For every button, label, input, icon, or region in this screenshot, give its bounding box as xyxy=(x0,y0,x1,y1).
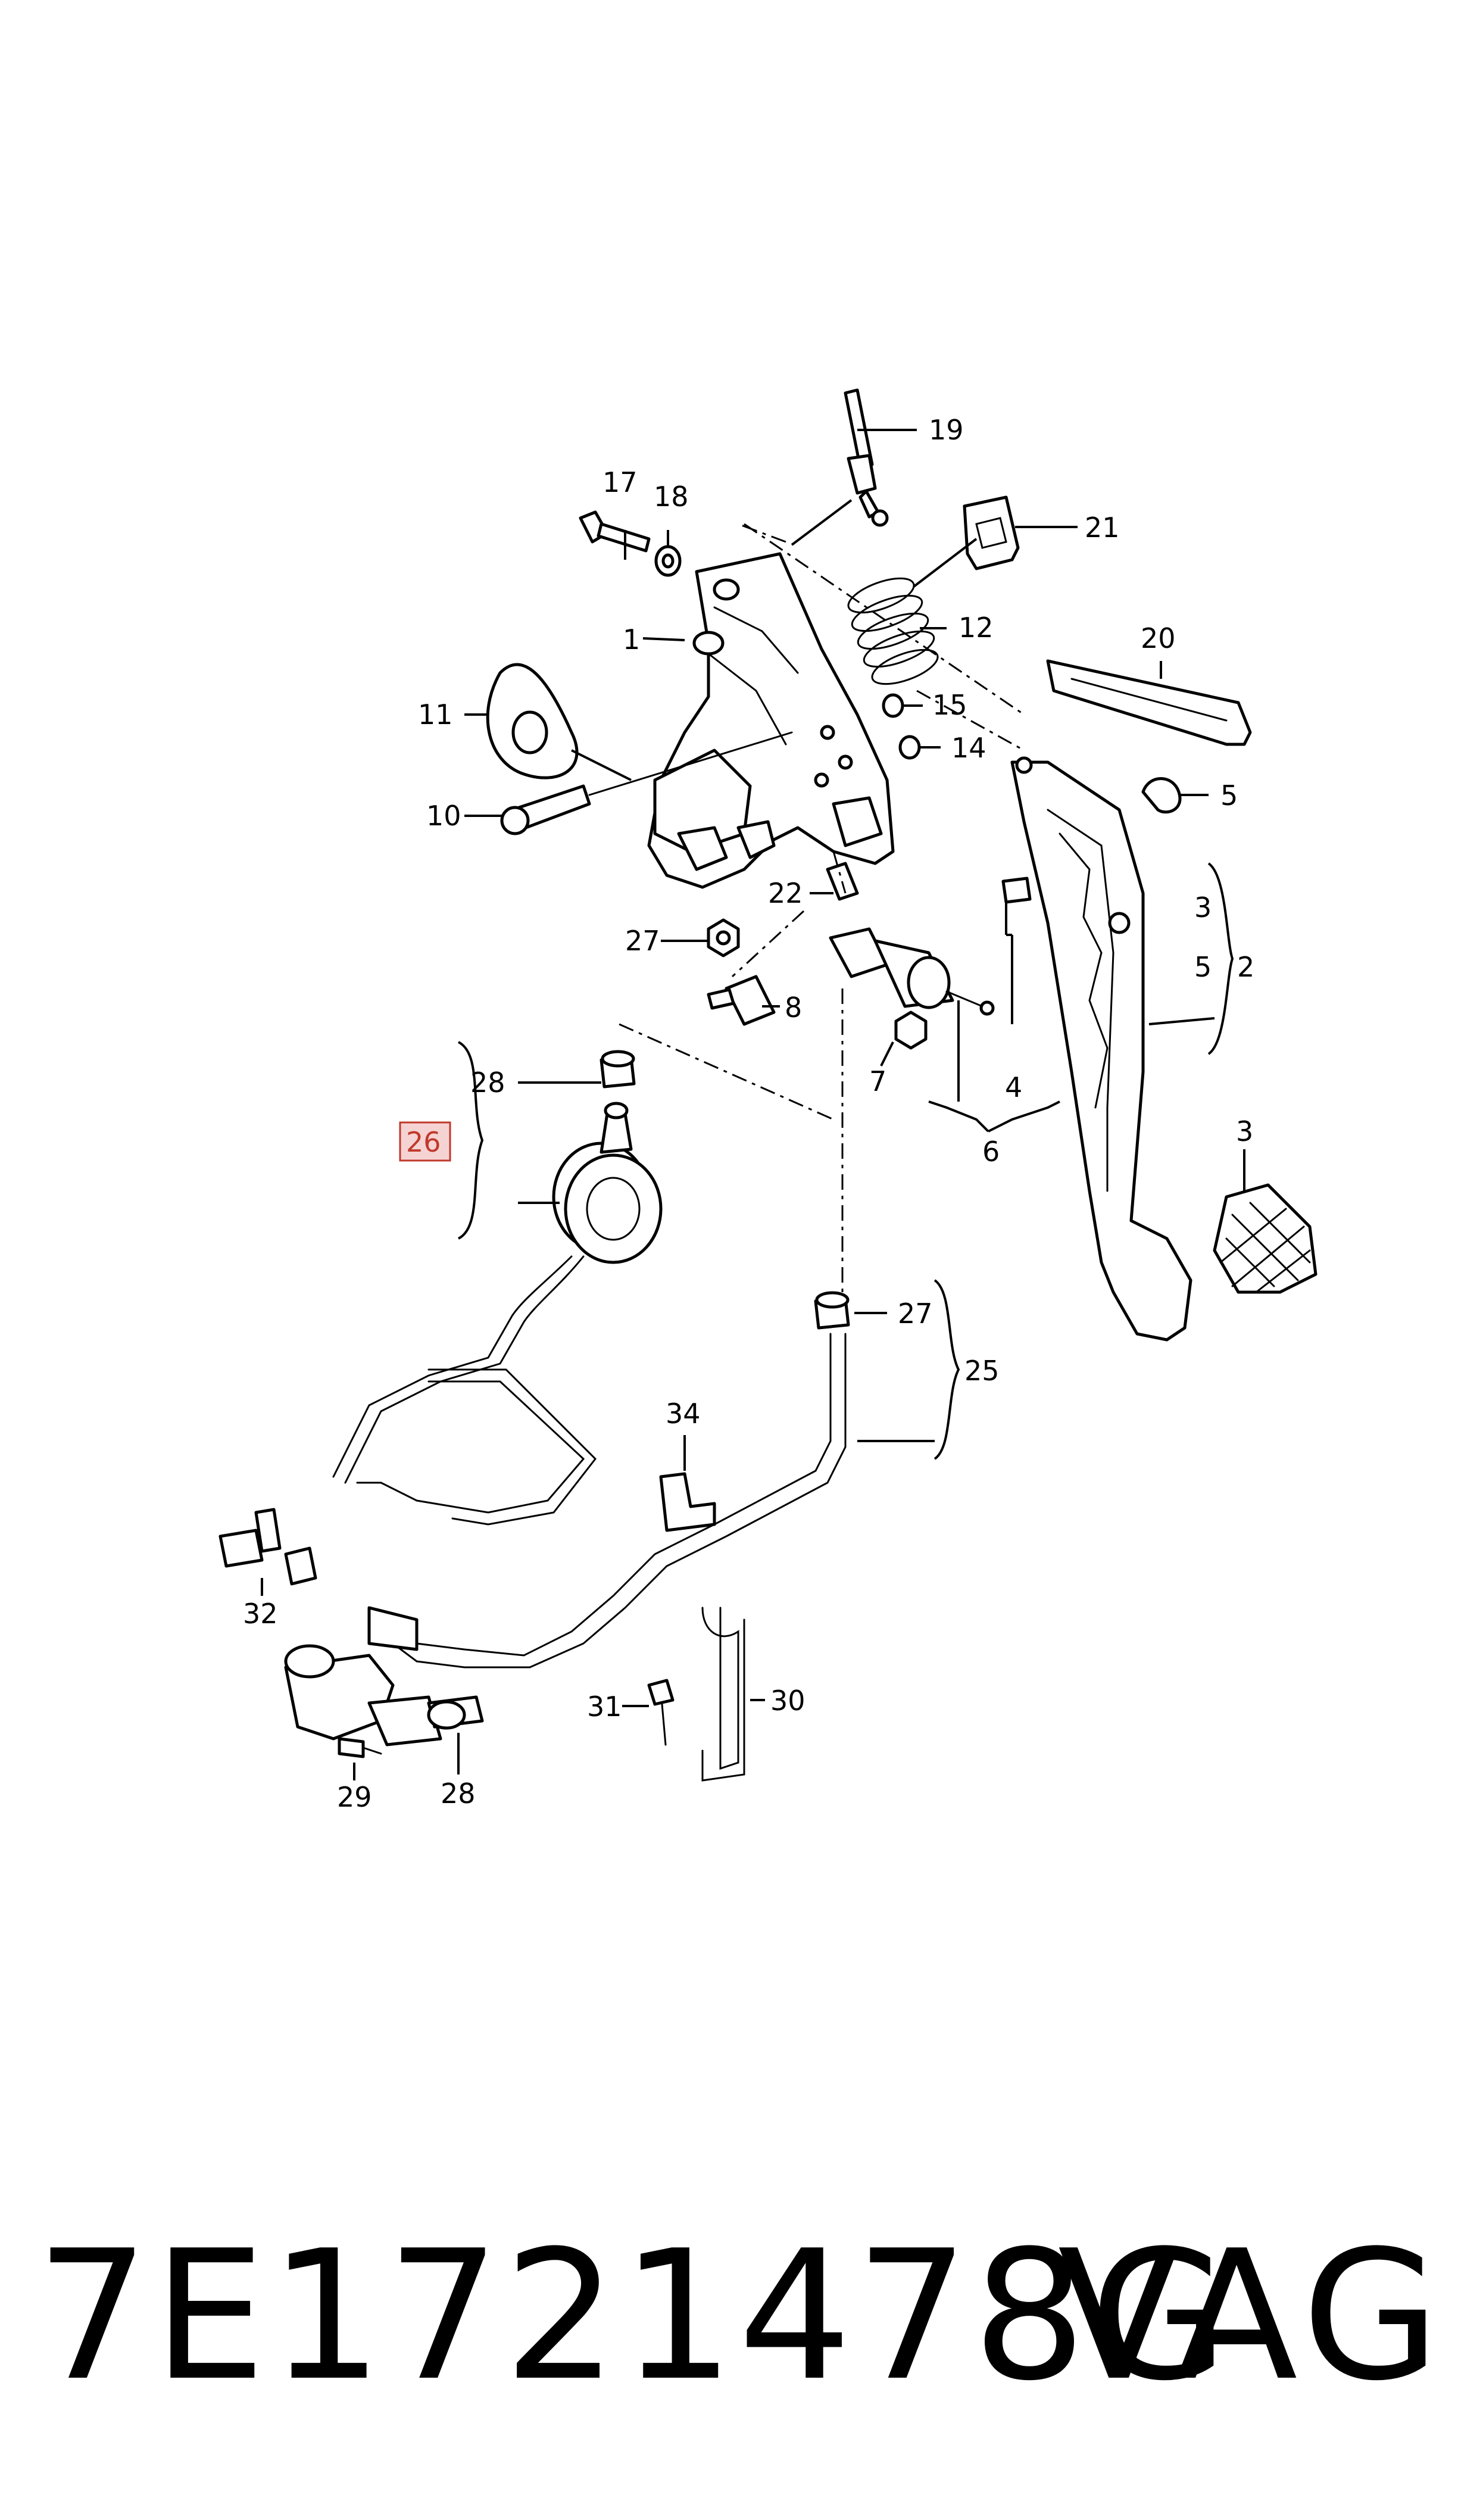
callout-5-clip: 5 xyxy=(1220,779,1238,812)
callout-8: 8 xyxy=(785,991,802,1024)
callout-3-upper: 3 xyxy=(1194,891,1212,924)
callout-6: 6 xyxy=(982,1136,1000,1168)
callout-17: 18 xyxy=(654,481,689,513)
callout-22: 27 xyxy=(625,925,660,957)
callout-10: 10 xyxy=(426,800,461,832)
brand-name: VAG xyxy=(1057,2212,1447,2420)
bolt-31-drawing xyxy=(647,1679,675,1746)
master-cylinder-28-drawing xyxy=(284,1644,484,1746)
release-bearing-drawing xyxy=(552,1102,663,1264)
callout-21: 21 xyxy=(1085,512,1120,544)
return-spring-drawing xyxy=(847,577,939,685)
cover-plate-18-drawing xyxy=(1046,659,1252,746)
callout-labels: 19 17 18 21 1 12 20 15 11 14 5 10 22 3 2… xyxy=(243,414,1254,1813)
callout-18: 20 xyxy=(1141,622,1176,654)
bolt-drawing xyxy=(579,510,651,553)
cable-tie-drawing xyxy=(844,388,889,527)
callout-14: 14 xyxy=(951,732,986,764)
support-bracket-30-drawing xyxy=(701,1607,745,1782)
callout-27-left: 28 xyxy=(470,1066,505,1099)
pedal-cylinder-drawing xyxy=(829,927,995,1016)
pedal-pad-drawing xyxy=(1213,1183,1317,1294)
callout-29: 29 xyxy=(337,1781,372,1813)
callout-5-group: 5 xyxy=(1194,951,1212,983)
pivot-pin-drawing xyxy=(500,731,793,835)
bleeder-cap-2-drawing xyxy=(814,1291,850,1330)
switch-8-drawing xyxy=(707,975,776,1026)
nut-22-drawing xyxy=(707,918,740,958)
callout-25: 25 xyxy=(964,1355,1000,1387)
callout-32: 32 xyxy=(243,1598,278,1630)
clutch-pedal-drawing xyxy=(1010,756,1192,1342)
nut-7-drawing xyxy=(894,1011,928,1050)
callout-30: 30 xyxy=(770,1685,805,1717)
callout-11: 11 xyxy=(418,698,453,731)
highlighted-callout-box xyxy=(399,1121,451,1162)
bolt-29-drawing xyxy=(338,1737,382,1758)
callout-3-pad: 3 xyxy=(1236,1115,1253,1147)
callout-28: 28 xyxy=(441,1777,476,1810)
retaining-clip-drawing xyxy=(963,495,1020,570)
callout-2: 2 xyxy=(1237,951,1254,983)
callout-7: 7 xyxy=(869,1065,886,1097)
part-number: 7E1721478G xyxy=(36,2212,1232,2420)
hydraulic-pipes-drawing xyxy=(332,1255,847,1668)
clip-5-drawing xyxy=(1141,777,1182,814)
pedal-bracket-drawing xyxy=(647,552,895,889)
callout-1: 1 xyxy=(623,623,640,656)
nut-14-drawing xyxy=(898,735,921,760)
callout-19: 19 xyxy=(929,414,964,446)
clip-4-drawing xyxy=(1001,877,1032,904)
callout-34: 34 xyxy=(666,1398,701,1430)
callout-4: 4 xyxy=(1005,1071,1022,1103)
callout-20: 22 xyxy=(768,877,803,909)
t-piece-32-drawing xyxy=(218,1508,317,1586)
group-braces xyxy=(457,862,1234,1460)
callout-12: 12 xyxy=(959,612,994,644)
callout-26: 26 xyxy=(406,1126,441,1158)
callout-16: 17 xyxy=(602,466,638,498)
callout-31: 31 xyxy=(587,1691,622,1723)
clip-34-drawing xyxy=(659,1472,716,1532)
bleeder-cap-drawing xyxy=(600,1050,636,1089)
leader-lines xyxy=(261,429,1245,1780)
callout-27-right: 27 xyxy=(898,1298,933,1330)
nut-15-drawing xyxy=(882,693,904,718)
assembly-dash-lines xyxy=(619,523,1025,1298)
washer-drawing xyxy=(654,545,682,577)
callout-15: 15 xyxy=(932,689,967,721)
rubber-bumper-drawing xyxy=(486,663,579,779)
